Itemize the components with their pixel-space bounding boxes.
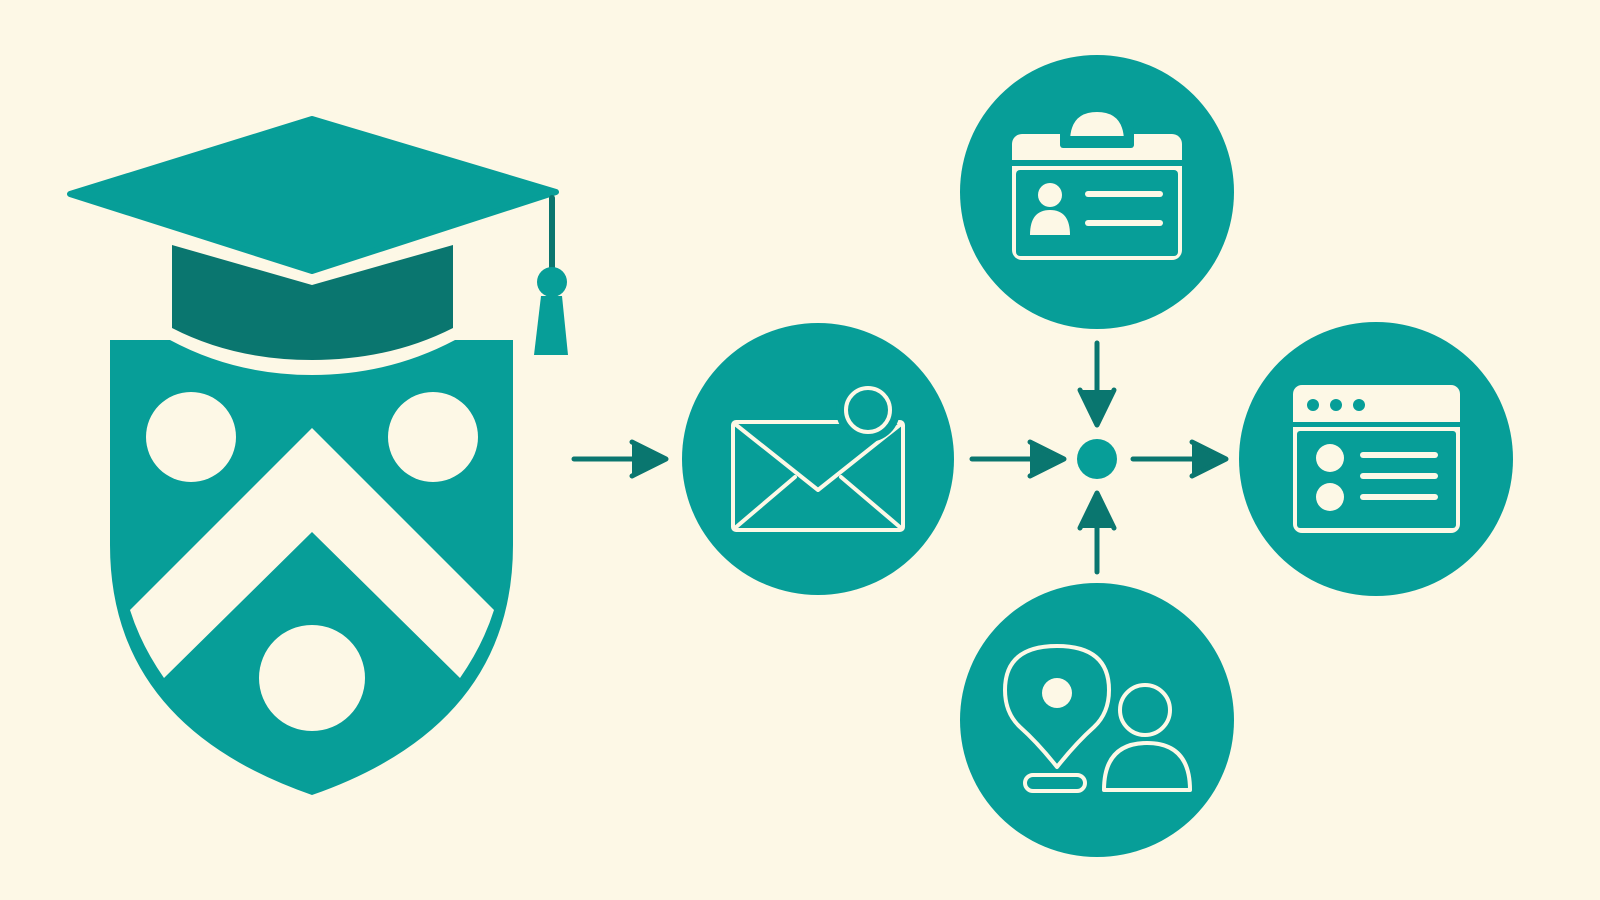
arrow-crest-to-email: [571, 439, 669, 479]
arrow-email-to-hub: [969, 439, 1067, 479]
shield-chevron: [130, 428, 494, 678]
junction-dot-icon: [1077, 439, 1117, 479]
location-pin-icon: [1003, 644, 1111, 769]
user-body: [1102, 741, 1192, 792]
cap-board: [67, 116, 559, 274]
browser-list-node: [1239, 322, 1513, 596]
email-node-circle: [682, 323, 954, 595]
cap-tassel-fringe: [534, 296, 568, 355]
email-node: [682, 323, 954, 595]
location-user-node: [960, 583, 1234, 857]
user-head: [1118, 683, 1172, 737]
shield-roundel-right: [388, 392, 478, 482]
email-chat-icon: [731, 420, 905, 532]
id-card-node: [960, 55, 1234, 329]
browser-list-icon: [1293, 385, 1460, 533]
id-badge-icon: [1012, 112, 1182, 260]
shield-roundel-bottom: [259, 625, 365, 731]
location-user-icon: [1003, 644, 1192, 793]
location-base-line: [1023, 773, 1087, 793]
location-user-node-circle: [960, 583, 1234, 857]
arrow-idcard-to-hub: [1077, 340, 1117, 428]
chat-bubble: [844, 386, 892, 434]
graduation-crest-icon: [67, 116, 568, 795]
arrow-hub-to-browser: [1130, 439, 1229, 479]
cap-band: [172, 245, 453, 360]
cap-tassel-knot: [537, 267, 567, 297]
arrow-location-to-hub: [1077, 490, 1117, 575]
shield-roundel-left: [146, 392, 236, 482]
